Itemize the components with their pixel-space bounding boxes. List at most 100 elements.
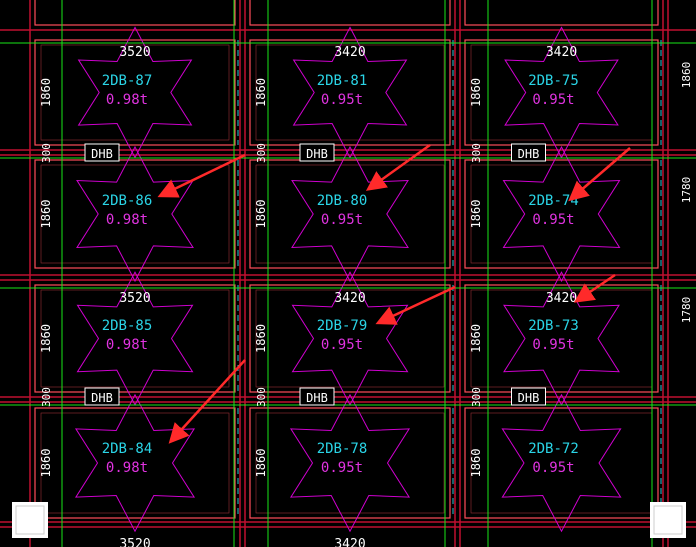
right-edge-dimension: 1780 [680, 297, 693, 324]
annotation-arrow [568, 147, 631, 202]
annotation-arrows-layer [157, 143, 631, 444]
slab-panel[interactable] [34, 39, 236, 146]
slab-panel-inner [40, 289, 230, 388]
top-dimension-label: 3420 [546, 291, 577, 306]
slab-panel-inner [40, 412, 230, 514]
corner-column-inner [653, 505, 683, 535]
slab-panel[interactable] [249, 159, 451, 269]
slab-height-dimension: 1860 [254, 449, 268, 478]
panel-weight-label: 0.95t [321, 212, 363, 228]
dhb-tag-box [299, 143, 335, 162]
bottom-dimension-label: 3420 [334, 537, 365, 547]
dhb-tag-box [299, 387, 335, 406]
panel-weight-label: 0.95t [532, 212, 574, 228]
panel-id-label: 2DB-79 [317, 318, 368, 334]
panel-weight-label: 0.98t [106, 212, 148, 228]
panel-id-label: 2DB-72 [528, 441, 579, 457]
panel-id-label: 2DB-86 [102, 193, 153, 209]
slab-height-dimension: 1860 [39, 449, 53, 478]
slab-height-dimension: 1860 [469, 449, 483, 478]
dhb-tag-label: DHB [518, 391, 540, 405]
slab-panel[interactable] [34, 159, 236, 269]
gap-dimension: 300 [40, 387, 53, 407]
top-dimension-label: 3420 [546, 45, 577, 60]
slab-panel-partial [249, 0, 451, 26]
panel-id-label: 2DB-85 [102, 318, 153, 334]
panel-weight-label: 0.95t [321, 92, 363, 108]
annotation-arrow [365, 143, 431, 191]
slab-panel-inner [40, 164, 230, 264]
slab-panel-inner [255, 44, 445, 141]
slab-panel[interactable] [34, 407, 236, 519]
gap-dimension: 300 [255, 143, 268, 163]
dhb-tag-label: DHB [518, 147, 540, 161]
panel-id-label: 2DB-74 [528, 193, 579, 209]
dhb-tag-label: DHB [91, 391, 113, 405]
gap-dimension: 300 [40, 143, 53, 163]
corner-blocks-layer [12, 502, 686, 538]
right-edge-dimension: 1780 [680, 177, 693, 204]
slab-panel[interactable] [464, 159, 659, 269]
panel-id-label: 2DB-75 [528, 73, 579, 89]
slab-height-dimension: 1860 [469, 78, 483, 107]
slab-height-dimension: 1860 [39, 324, 53, 353]
lifting-star-symbol [289, 393, 411, 533]
slab-height-dimension: 1860 [254, 200, 268, 229]
slab-panels-layer [34, 0, 662, 533]
lifting-star-symbol [501, 393, 622, 533]
lifting-star-symbol [74, 393, 196, 533]
annotation-arrow [573, 273, 616, 303]
dhb-tag-box [511, 143, 546, 162]
corner-column-block [650, 502, 686, 538]
top-dimension-label: 3520 [119, 45, 150, 60]
panel-weight-label: 0.98t [106, 460, 148, 476]
slab-height-dimension: 1860 [469, 200, 483, 229]
panel-weight-label: 0.95t [321, 460, 363, 476]
panel-id-label: 2DB-73 [528, 318, 579, 334]
slab-height-dimension: 1860 [39, 78, 53, 107]
panel-weight-label: 0.95t [532, 337, 574, 353]
slab-panel-inner [255, 289, 445, 388]
panel-weight-label: 0.98t [106, 337, 148, 353]
slab-panel-partial [464, 0, 659, 26]
slab-panel[interactable] [249, 407, 451, 519]
right-edge-dimension: 1860 [680, 62, 693, 89]
bottom-dimension-label: 3520 [119, 537, 150, 547]
dhb-tag-label: DHB [306, 147, 328, 161]
panel-id-label: 2DB-81 [317, 73, 368, 89]
gap-dimension: 300 [470, 387, 483, 407]
top-dimension-label: 3520 [119, 291, 150, 306]
top-dimension-label: 3420 [334, 291, 365, 306]
slab-panel[interactable] [249, 284, 451, 393]
annotation-arrow [375, 285, 456, 325]
slab-panel[interactable] [249, 39, 451, 146]
slab-panel[interactable] [464, 39, 659, 146]
slab-height-dimension: 1860 [469, 324, 483, 353]
dhb-tag-box [84, 143, 120, 162]
top-dimension-label: 3420 [334, 45, 365, 60]
dhb-tag-box [84, 387, 120, 406]
annotation-arrow [157, 153, 246, 198]
panel-weight-label: 0.95t [532, 92, 574, 108]
dhb-tag-label: DHB [306, 391, 328, 405]
panel-id-label: 2DB-80 [317, 193, 368, 209]
slab-panel[interactable] [464, 407, 659, 519]
slab-height-dimension: 1860 [254, 324, 268, 353]
panel-weight-label: 0.98t [106, 92, 148, 108]
slab-panel-inner [40, 44, 230, 141]
panel-id-label: 2DB-84 [102, 441, 153, 457]
lifting-star-symbol [502, 145, 621, 283]
slab-height-dimension: 1860 [39, 200, 53, 229]
slab-panel-partial [34, 0, 236, 26]
panel-id-label: 2DB-78 [317, 441, 368, 457]
dhb-tag-box [511, 387, 546, 406]
slab-panel[interactable] [34, 284, 236, 393]
panel-weight-label: 0.95t [321, 337, 363, 353]
corner-column-block [12, 502, 48, 538]
dhb-tag-label: DHB [91, 147, 113, 161]
slab-panel[interactable] [464, 284, 659, 393]
